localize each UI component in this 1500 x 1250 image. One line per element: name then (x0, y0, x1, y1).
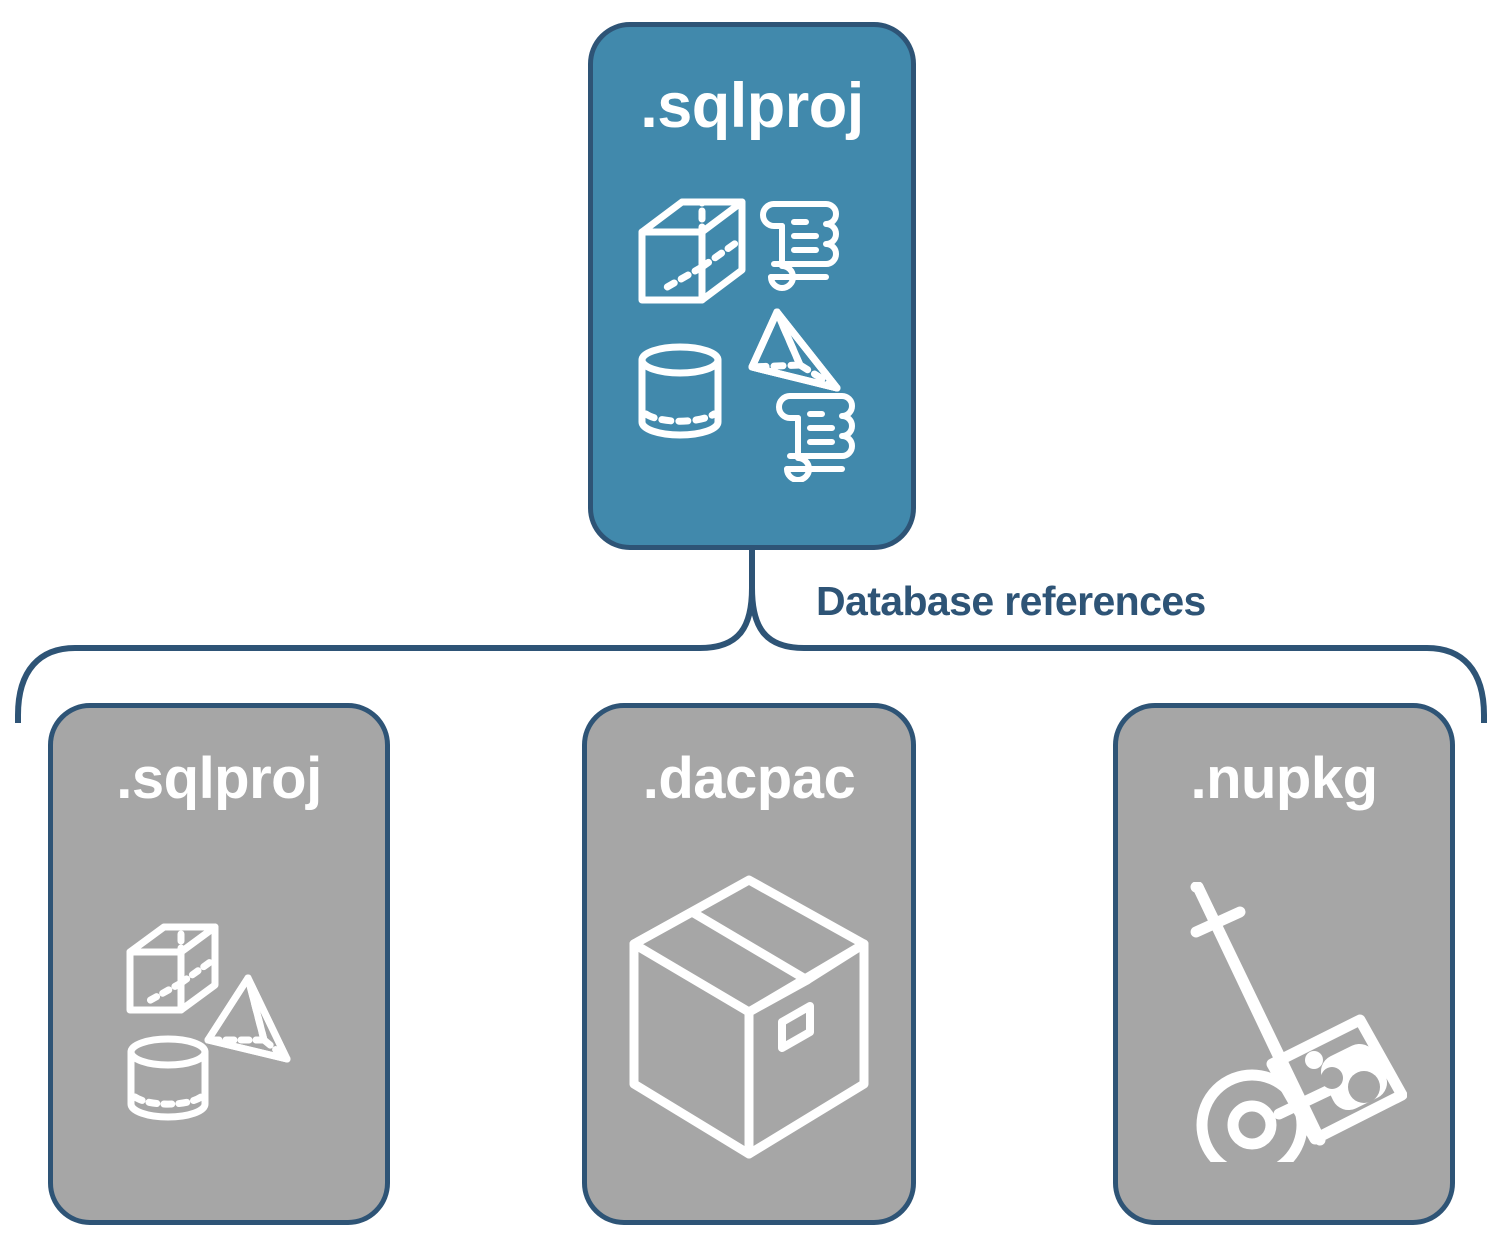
scroll-icon (776, 392, 855, 482)
root-node-icon-group (593, 128, 911, 545)
ref-dacpac-icon-group (587, 814, 911, 1220)
database-objects-icon-cluster (638, 198, 855, 482)
ref-node-label: .sqlproj (116, 746, 322, 811)
database-references-bracket (15, 548, 1487, 723)
cube-icon (638, 198, 746, 303)
nuget-package-icon (1266, 1014, 1407, 1145)
cube-icon (126, 923, 218, 1013)
database-objects-icon-cluster (126, 923, 290, 1120)
cylinder-icon (127, 1035, 208, 1120)
node-ref-dacpac[interactable]: .dacpac (582, 703, 916, 1225)
node-root-sqlproj[interactable]: .sqlproj (588, 22, 916, 550)
ref-node-label: .dacpac (642, 746, 856, 811)
cylinder-icon (638, 343, 722, 438)
pyramid-icon (748, 308, 841, 391)
hand-truck-nuget-icon (1190, 882, 1407, 1162)
pyramid-icon (204, 974, 290, 1062)
ref-sqlproj-icon-group (53, 838, 385, 1220)
ref-nupkg-icon-group (1118, 824, 1450, 1220)
package-box-icon (629, 875, 869, 1159)
scroll-icon (760, 200, 839, 291)
node-ref-sqlproj[interactable]: .sqlproj (48, 703, 390, 1225)
node-ref-nupkg[interactable]: .nupkg (1113, 703, 1455, 1225)
ref-node-label: .nupkg (1190, 746, 1378, 811)
root-node-label: .sqlproj (640, 71, 864, 141)
connector-label: Database references (816, 578, 1206, 624)
